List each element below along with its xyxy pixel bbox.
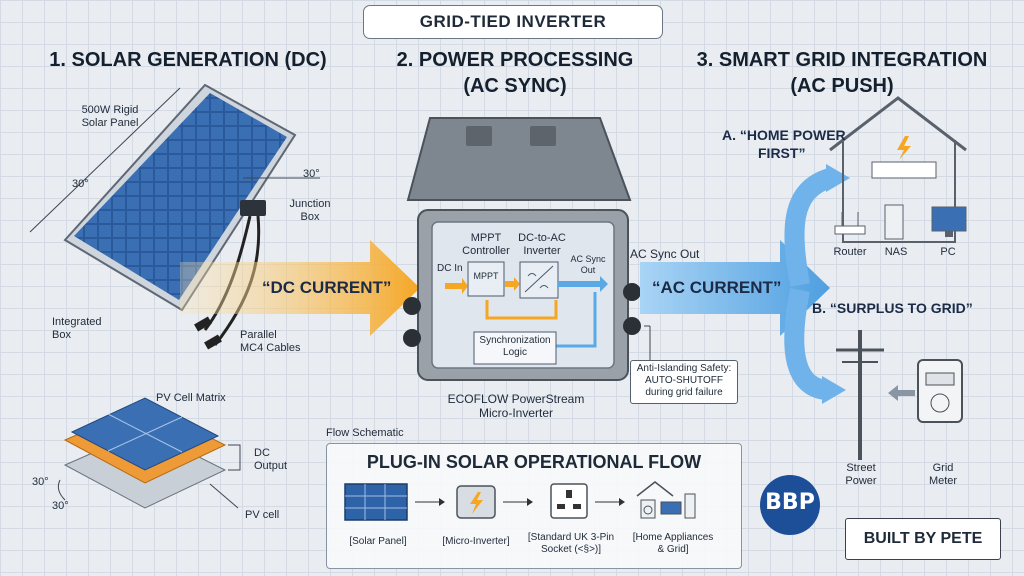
section-grid-heading-l2: (AC PUSH) (790, 75, 894, 97)
page-title: GRID-TIED INVERTER (363, 5, 663, 39)
dc-current-arrow (180, 240, 420, 336)
flow-step-solar-panel: [Solar Panel] (349, 536, 407, 547)
street-power-label-l1: Street (846, 462, 876, 474)
cell-angle-b: 30° (52, 500, 69, 512)
arrow-icon (595, 498, 625, 506)
section-processing-heading-l1: 2. POWER PROCESSING (396, 49, 634, 71)
flow-schematic-caption: Flow Schematic (326, 427, 404, 439)
dc-in-label: DC In (437, 263, 463, 274)
cell-angle-a: 30° (32, 476, 49, 488)
anti-islanding-l1: Anti-Islanding Safety: (636, 363, 732, 374)
built-by-badge: BUILT BY PETE (845, 518, 1001, 560)
street-power-label-l2: Power (845, 475, 877, 487)
section-processing-heading-l2: (AC SYNC) (463, 75, 567, 97)
inverter-name-l1: ECOFLOW PowerStream (447, 392, 585, 406)
integrated-box-label-l2: Box (52, 329, 71, 341)
section-solar-heading: 1. SOLAR GENERATION (DC) (49, 49, 327, 71)
flow-step-socket-l2: Socket (<§>)] (540, 544, 602, 555)
panel-name-l2: Solar Panel (81, 117, 139, 129)
uk-socket-icon (550, 483, 588, 519)
pv-cell-layers-graphic (57, 397, 241, 509)
pv-cell-matrix-label: PV Cell Matrix (156, 392, 226, 404)
house-graphic (829, 96, 967, 243)
ac-sync-inner-l2: Out (580, 265, 596, 275)
dcac-label-l2: Inverter (523, 245, 561, 257)
mc4-cables-label-l2: MC4 Cables (240, 342, 301, 354)
flow-step-appliances-l2: & Grid] (657, 544, 689, 555)
flow-title: PLUG-IN SOLAR OPERATIONAL FLOW (366, 452, 702, 472)
inverter-name-l2: Micro-Inverter (478, 406, 553, 420)
ac-sync-out-label: AC Sync Out (630, 247, 700, 261)
pc-label: PC (940, 246, 956, 258)
flow-step-micro-inverter: [Micro-Inverter] (442, 536, 510, 547)
home-power-title-l1: A. “HOME POWER (722, 127, 846, 143)
dc-output-label-l2: Output (254, 460, 288, 472)
flow-icons (344, 481, 696, 521)
solar-panel-graphic (29, 83, 320, 350)
logo-circle (760, 475, 820, 535)
arrow-icon (415, 498, 445, 506)
grid-meter-label-l1: Grid (932, 462, 954, 474)
bbp-logo: BBP (765, 490, 815, 515)
dc-current-label: “DC CURRENT” (262, 278, 392, 297)
anti-islanding-l2: AUTO-SHUTOFF (645, 375, 723, 386)
panel-angle-right: 30° (303, 168, 320, 180)
pv-cell-label: PV cell (245, 509, 280, 521)
nas-label: NAS (884, 246, 908, 258)
sync-logic-label-l1: Synchronization (479, 335, 551, 346)
flow-schematic-panel: PLUG-IN SOLAR OPERATIONAL FLOW [Solar Pa… (326, 443, 742, 569)
home-appliances-icon (636, 481, 696, 519)
inverter-graphic (403, 117, 641, 381)
mppt-chip-label: MPPT (473, 271, 499, 281)
mppt-label-l1: MPPT (470, 232, 502, 244)
solar-panel-icon (344, 483, 408, 521)
flow-step-appliances-l1: [Home Appliances (632, 532, 714, 543)
micro-inverter-icon (456, 485, 496, 519)
panel-name-l1: 500W Rigid (81, 104, 139, 116)
surplus-title: B. “SURPLUS TO GRID” (812, 300, 973, 316)
home-power-title-l2: FIRST” (758, 145, 806, 161)
ac-sync-inner-l1: AC Sync (570, 254, 606, 264)
dc-output-label-l1: DC (254, 447, 270, 459)
grid-meter-label-l2: Meter (928, 475, 958, 487)
panel-angle-left: 30° (72, 178, 89, 190)
flow-step-socket-l1: [Standard UK 3-Pin (527, 532, 615, 543)
junction-box-label-l1: Junction (289, 198, 331, 210)
anti-islanding-l3: during grid failure (645, 387, 723, 398)
sync-logic-label-l2: Logic (503, 347, 527, 358)
junction-box-label-l2: Box (300, 211, 320, 223)
arrow-icon (503, 498, 533, 506)
mppt-label-l2: Controller (462, 245, 510, 257)
section-grid-heading-l1: 3. SMART GRID INTEGRATION (696, 49, 988, 71)
ac-current-label: “AC CURRENT” (652, 278, 782, 297)
integrated-box-label-l1: Integrated (52, 316, 102, 328)
dcac-label-l1: DC-to-AC (518, 232, 566, 244)
ac-current-arrow (640, 240, 830, 336)
utility-pole-graphic (836, 330, 963, 460)
anti-islanding-note: Anti-Islanding Safety: AUTO-SHUTOFF duri… (630, 360, 738, 404)
router-label: Router (833, 246, 867, 258)
mc4-cables-label-l1: Parallel (240, 329, 277, 341)
